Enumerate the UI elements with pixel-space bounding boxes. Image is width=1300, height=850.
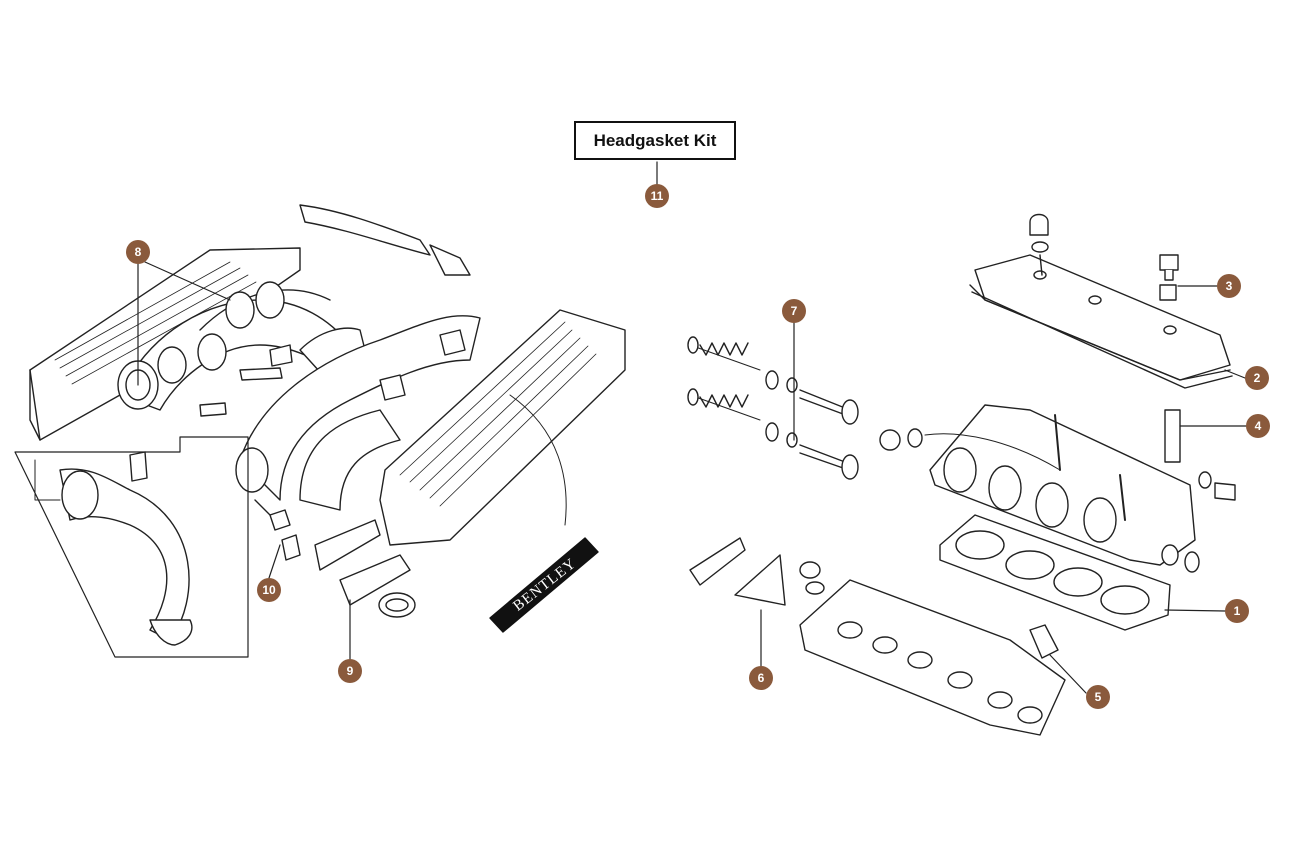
callout-11[interactable]: 11 [645, 184, 669, 208]
callout-6[interactable]: 6 [749, 666, 773, 690]
callout-5[interactable]: 5 [1086, 685, 1110, 709]
callout-1[interactable]: 1 [1225, 599, 1249, 623]
kit-label: Headgasket Kit [593, 130, 717, 150]
callout-9[interactable]: 9 [338, 659, 362, 683]
callout-3[interactable]: 3 [1217, 274, 1241, 298]
bentley-band [489, 537, 599, 633]
callout-4[interactable]: 4 [1246, 414, 1270, 438]
callout-8[interactable]: 8 [126, 240, 150, 264]
callout-2[interactable]: 2 [1245, 366, 1269, 390]
intake-manifold-drawing [14, 204, 626, 660]
kit-label-box: Headgasket Kit [574, 121, 736, 160]
cylinder-head-drawing [656, 161, 1247, 736]
callout-7[interactable]: 7 [782, 299, 806, 323]
callout-10[interactable]: 10 [257, 578, 281, 602]
